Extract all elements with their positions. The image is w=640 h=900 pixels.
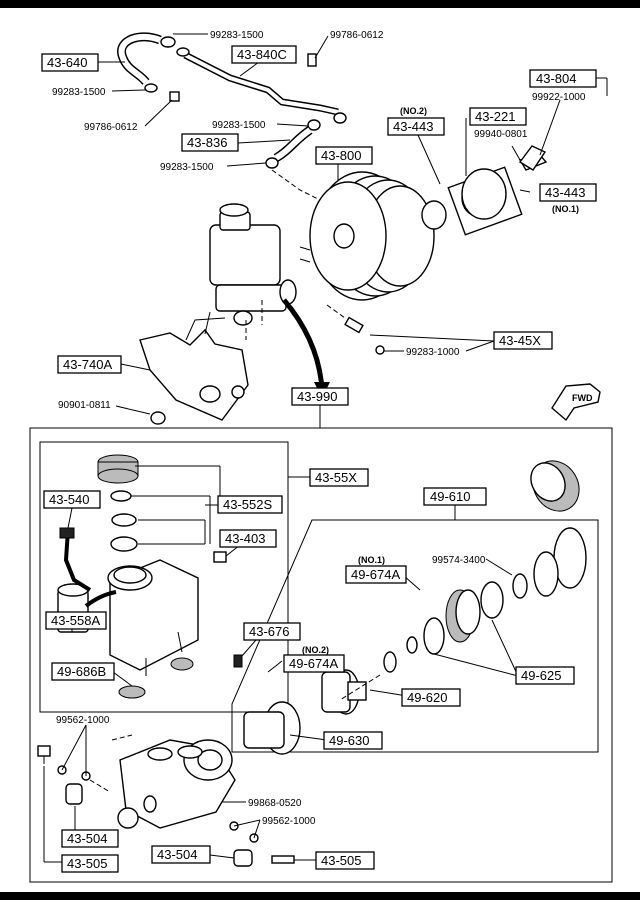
callout-49-630: 49-630 (323, 731, 383, 750)
partno-99562-1000-b: 99562-1000 (262, 816, 316, 827)
master-cylinder-illustration (139, 203, 330, 425)
callout-43-55x: 43-55X (309, 468, 369, 487)
leader-lines (43, 33, 608, 863)
label-43-804: 43-804 (536, 71, 576, 86)
piston-kit-49-610-frame (231, 519, 599, 753)
master-cylinder-body-lower (37, 734, 295, 867)
label-49-686b: 49-686B (57, 664, 106, 679)
callout-43-221: 43-221 (469, 107, 527, 126)
label-43-505-right: 43-505 (321, 853, 361, 868)
partno-99283-1000: 99283-1000 (406, 347, 460, 358)
label-49-630: 49-630 (329, 733, 369, 748)
label-43-640: 43-640 (47, 55, 87, 70)
partno-99283-1500-b: 99283-1500 (52, 87, 106, 98)
reservoir-43-55x-frame (39, 441, 289, 713)
vacuum-hose-illustration (117, 32, 347, 201)
partno-99283-1500-a: 99283-1500 (210, 30, 264, 41)
label-49-674a-no1: 49-674A (351, 567, 400, 582)
label-43-55x: 43-55X (315, 470, 357, 485)
brake-booster-illustration (299, 145, 548, 355)
label-43-740a: 43-740A (63, 357, 112, 372)
callout-49-674a-no1: 49-674A (345, 565, 407, 584)
reservoir-parts (57, 454, 227, 699)
label-43-505-left: 43-505 (67, 856, 107, 871)
callout-43-740a: 43-740A (57, 355, 122, 374)
label-49-610: 49-610 (430, 489, 470, 504)
label-43-504-left: 43-504 (67, 831, 107, 846)
note-no2-piston: (NO.2) (302, 645, 329, 655)
bottom-border (0, 892, 640, 900)
label-49-625: 49-625 (521, 668, 561, 683)
callout-49-674a-no2: 49-674A (283, 654, 345, 673)
callout-43-640: 43-640 (41, 53, 99, 72)
partno-99922-1000: 99922-1000 (532, 92, 586, 103)
label-43-540: 43-540 (49, 492, 89, 507)
callout-43-504-left: 43-504 (61, 829, 119, 848)
callout-49-610: 49-610 (423, 487, 487, 506)
callout-43-840c: 43-840C (231, 45, 297, 64)
callout-49-620: 49-620 (401, 688, 461, 707)
callout-43-804: 43-804 (529, 69, 597, 88)
callout-43-836: 43-836 (181, 133, 239, 152)
fwd-arrow: FWD (551, 383, 601, 422)
callout-43-552s: 43-552S (217, 495, 283, 514)
label-43-558a: 43-558A (51, 613, 100, 628)
note-no1-right: (NO.1) (552, 204, 579, 214)
label-43-836: 43-836 (187, 135, 227, 150)
note-no2-top: (NO.2) (400, 106, 427, 116)
label-43-443-no2: 43-443 (393, 119, 433, 134)
callout-43-505-left: 43-505 (61, 854, 119, 873)
label-49-674a-no2: 49-674A (289, 656, 338, 671)
callout-49-686b: 49-686B (51, 662, 115, 681)
label-49-620: 49-620 (407, 690, 447, 705)
fwd-text: FWD (572, 393, 593, 403)
label-43-990: 43-990 (297, 389, 337, 404)
partno-99786-0612-b: 99786-0612 (84, 122, 138, 133)
partno-99868-0520: 99868-0520 (248, 798, 302, 809)
piston-kit-parts (233, 460, 587, 755)
label-43-45x: 43-45X (499, 333, 541, 348)
partno-90901-0811: 90901-0811 (58, 400, 111, 411)
callout-43-505-right: 43-505 (315, 851, 375, 870)
label-43-676: 43-676 (249, 624, 289, 639)
label-43-552s: 43-552S (223, 497, 272, 512)
callout-49-625: 49-625 (515, 666, 575, 685)
label-43-221: 43-221 (475, 109, 515, 124)
label-43-504-right: 43-504 (157, 847, 197, 862)
callout-43-45x: 43-45X (493, 331, 553, 350)
top-border (0, 0, 640, 8)
label-43-443-no1: 43-443 (545, 185, 585, 200)
callout-43-676: 43-676 (243, 622, 301, 641)
callout-43-990: 43-990 (291, 387, 349, 406)
partno-99283-1500-d: 99283-1500 (160, 162, 214, 173)
label-43-403: 43-403 (225, 531, 265, 546)
callout-43-443-no2: 43-443 (387, 117, 445, 136)
callout-43-403: 43-403 (219, 529, 277, 548)
note-no1-piston: (NO.1) (358, 555, 385, 565)
callout-43-443-no1: 43-443 (539, 183, 597, 202)
partno-99940-0801: 99940-0801 (474, 129, 528, 140)
callout-43-800: 43-800 (315, 146, 373, 165)
label-43-840c: 43-840C (237, 47, 287, 62)
partno-99786-0612-a: 99786-0612 (330, 30, 384, 41)
callout-43-540: 43-540 (43, 490, 101, 509)
partno-99562-1000-a: 99562-1000 (56, 715, 110, 726)
callout-43-558a: 43-558A (45, 611, 107, 630)
callout-43-504-right: 43-504 (151, 845, 211, 864)
partno-99574-3400: 99574-3400 (432, 555, 486, 566)
label-43-800: 43-800 (321, 148, 361, 163)
partno-99283-1500-c: 99283-1500 (212, 120, 266, 131)
assembly-43-990-frame (29, 427, 613, 883)
